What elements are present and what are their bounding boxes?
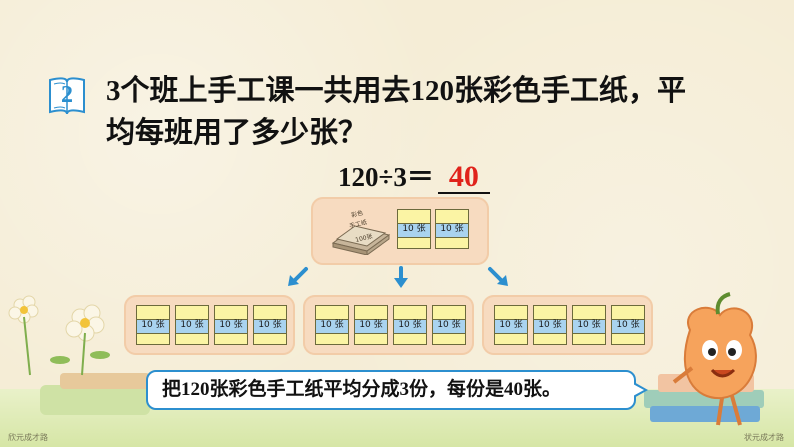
pack-label: 10 张 [612,319,644,334]
equation-expression: 120÷3＝ [338,162,434,192]
class-share-panel-1: 10 张 10 张 10 张 10 张 [124,295,295,355]
arrow-down-right-icon [488,267,508,286]
paper-pack: 10 张 [494,305,528,345]
paper-pack: 10 张 [354,305,388,345]
speech-bubble-tail-inner [633,384,644,396]
paper-pack: 10 张 [432,305,466,345]
pack-label: 10 张 [254,319,286,334]
paper-pack: 10 张 [315,305,349,345]
paper-pack: 10 张 [533,305,567,345]
arrow-down-icon [394,266,408,288]
total-paper-panel: 彩色 手工纸 100张 10 张 10 张 [311,197,489,265]
paper-pack: 10 张 [214,305,248,345]
pack-label: 10 张 [573,319,605,334]
answer-value: 40 [448,160,479,193]
pack-label: 10 张 [215,319,247,334]
paper-bundle [331,225,391,255]
arrow-down-left-icon [288,267,308,286]
question-text: 3个班上手工课一共用去120张彩色手工纸，平 均每班用了多少张？ [106,70,746,154]
pack-label: 10 张 [316,319,348,334]
paper-pack: 10 张 [175,305,209,345]
paper-pack: 10 张 [397,209,431,249]
problem-number: 2 [61,82,73,108]
pack-label: 10 张 [398,223,430,238]
paper-pack: 10 张 [611,305,645,345]
pack-label: 10 张 [394,319,426,334]
footer-left-text: 欣元成才路 [8,433,48,442]
pack-label: 10 张 [436,223,468,238]
pack-label: 10 张 [355,319,387,334]
paper-pack: 10 张 [572,305,606,345]
equation: 120÷3＝ 40 [338,158,490,194]
question-line-1: 3个班上手工课一共用去120张彩色手工纸，平 [106,75,687,107]
footer-right-text: 状元成才路 [744,433,784,442]
speech-bubble: 把120张彩色手工纸平均分成3份，每份是40张。 [146,370,648,410]
book-icon [49,77,85,115]
flower-decoration [8,295,150,415]
question-line-2: 均每班用了多少张？ [106,117,368,149]
pack-label: 10 张 [495,319,527,334]
problem-number-badge: 2 [46,74,88,116]
pepper-mascot [644,292,764,426]
pack-label: 10 张 [176,319,208,334]
class-share-panel-2: 10 张 10 张 10 张 10 张 [303,295,474,355]
paper-pack: 10 张 [136,305,170,345]
paper-pack: 10 张 [393,305,427,345]
pack-label: 10 张 [137,319,169,334]
pack-label: 10 张 [534,319,566,334]
answer-blank: 40 [437,160,490,194]
paper-pack: 10 张 [435,209,469,249]
pack-label: 10 张 [433,319,465,334]
speech-bubble-text: 把120张彩色手工纸平均分成3份，每份是40张。 [162,379,562,400]
class-share-panel-3: 10 张 10 张 10 张 10 张 [482,295,653,355]
paper-pack: 10 张 [253,305,287,345]
